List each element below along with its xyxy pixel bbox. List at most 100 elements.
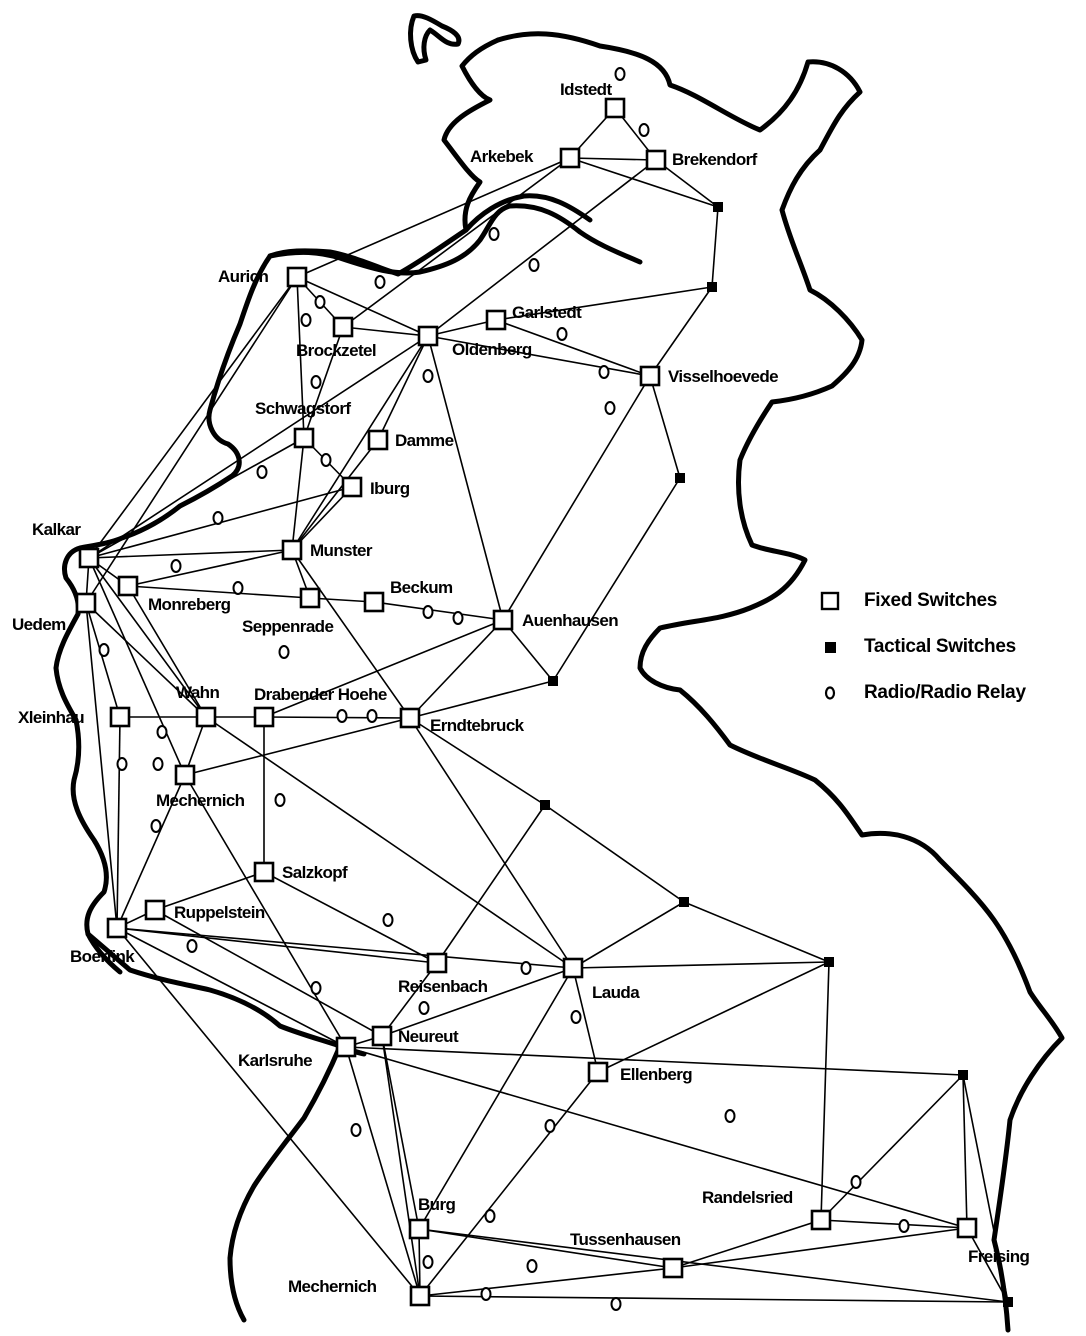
- link-aurich-kalkar: [88, 276, 298, 559]
- link-t8-t9: [962, 1074, 1009, 1303]
- link-brekendorf-oldenberg: [427, 159, 657, 337]
- site-label-idstedt: Idstedt: [560, 80, 612, 99]
- link-t3-t4: [552, 477, 681, 682]
- tactical-switch-t2: [707, 282, 717, 292]
- fixed-switch-icon: [818, 589, 842, 613]
- radio-relay-14: [212, 511, 224, 525]
- site-label-garlstedt: Garlstedt: [512, 303, 582, 322]
- fixed-switch-oldenberg: [417, 325, 439, 347]
- link-neureut-burg: [381, 1035, 420, 1230]
- legend-fixed-label: Fixed Switches: [864, 590, 998, 611]
- link-boerfink-mechernich2: [116, 927, 421, 1297]
- link-randelsried-freising: [820, 1219, 968, 1229]
- link-mechernich1-boerfink: [116, 774, 186, 929]
- radio-relay-26: [156, 725, 168, 739]
- link-damme-munster: [291, 439, 379, 551]
- fixed-switch-ellenberg: [587, 1061, 609, 1083]
- link-aurich-oldenberg: [296, 276, 429, 337]
- radio-relay-17: [232, 581, 244, 595]
- radio-relay-21: [98, 643, 110, 657]
- site-label-neureut: Neureut: [398, 1027, 459, 1046]
- site-label-damme: Damme: [395, 431, 454, 450]
- link-t6-t7: [683, 901, 830, 963]
- radio-relay-35: [350, 1123, 362, 1137]
- site-label-burg: Burg: [418, 1195, 455, 1214]
- fixed-switch-uedem: [75, 592, 97, 614]
- link-oldenberg-damme: [377, 335, 429, 441]
- link-brekendorf-t1: [655, 159, 719, 208]
- tactical-switch-t1: [713, 202, 723, 212]
- nodes-layer: [75, 67, 1013, 1311]
- link-arkebek-brekendorf: [569, 157, 657, 161]
- link-t5-reisenbach: [436, 804, 546, 964]
- fixed-switch-neureut: [371, 1025, 393, 1047]
- link-t8-randelsried: [820, 1074, 964, 1221]
- fixed-switch-visselhoevede: [639, 365, 661, 387]
- site-label-lauda: Lauda: [592, 983, 640, 1002]
- fixed-switch-lauda: [562, 957, 584, 979]
- tactical-switch-t6: [679, 897, 689, 907]
- link-aurich-schwagstorf: [296, 276, 305, 439]
- radio-relay-8: [528, 258, 540, 272]
- tactical-switch-t8: [958, 1070, 968, 1080]
- site-label-aurich: Aurich: [218, 267, 268, 286]
- radio-relay-10: [598, 365, 610, 379]
- radio-relay-36: [544, 1119, 556, 1133]
- link-ruppelstein-neureut: [154, 909, 383, 1037]
- link-oldenberg-auenhausen: [427, 335, 504, 621]
- link-uedem-xleinhau: [85, 602, 121, 718]
- fixed-switch-tussenhausen: [662, 1257, 684, 1279]
- site-label-drabender: Drabender Hoehe: [254, 685, 387, 704]
- site-label-salzkopf: Salzkopf: [282, 863, 348, 882]
- site-label-munster: Munster: [310, 541, 373, 560]
- link-monreberg-seppenrade: [127, 585, 311, 599]
- link-tussenhausen-freising: [672, 1227, 968, 1269]
- link-ellenberg-mechernich2: [419, 1071, 599, 1297]
- radio-relay-44: [610, 1297, 622, 1311]
- fixed-switch-randelsried: [810, 1209, 832, 1231]
- fixed-switch-beckum: [363, 591, 385, 613]
- radio-relay-20: [278, 645, 290, 659]
- radio-relay-38: [850, 1175, 862, 1189]
- site-label-monreberg: Monreberg: [148, 595, 231, 614]
- radio-relay-32: [418, 1001, 430, 1015]
- link-kalkar-munster: [88, 549, 293, 559]
- radio-relay-41: [898, 1219, 910, 1233]
- fixed-switch-damme: [367, 429, 389, 451]
- link-arkebek-t1: [569, 157, 719, 208]
- fixed-switch-mechernich2: [409, 1285, 431, 1307]
- link-oldenberg-garlstedt: [427, 319, 497, 337]
- link-mechernich2-t9: [419, 1295, 1009, 1303]
- legend-relay-label: Radio/Radio Relay: [864, 682, 1026, 703]
- radio-relay-9: [556, 327, 568, 341]
- radio-relay-24: [116, 757, 128, 771]
- link-brockzetel-schwagstorf: [303, 326, 344, 439]
- site-label-visselhoevede: Visselhoevede: [668, 367, 778, 386]
- fixed-switch-wahn: [195, 706, 217, 728]
- radio-relay-37: [724, 1109, 736, 1123]
- fixed-switch-garlstedt: [485, 309, 507, 331]
- link-xleinhau-boerfink: [116, 716, 121, 929]
- link-freising-t9: [966, 1227, 1009, 1303]
- link-karlsruhe-mechernich2: [345, 1046, 421, 1297]
- radio-relay-16: [170, 559, 182, 573]
- radio-relay-39: [484, 1209, 496, 1223]
- link-t5-t6: [544, 804, 685, 903]
- fixed-switch-erndtebruck: [399, 707, 421, 729]
- link-schwagstorf-munster: [291, 437, 305, 551]
- country-border: [53, 13, 1065, 1333]
- site-label-schwagstorf: Schwagstorf: [255, 399, 351, 418]
- link-t6-lauda: [572, 901, 685, 969]
- link-t2-garlstedt: [495, 286, 713, 321]
- fixed-switch-salzkopf: [253, 861, 275, 883]
- fixed-switch-ruppelstein: [144, 899, 166, 921]
- link-lauda-t7: [572, 961, 830, 969]
- radio-relay-5: [300, 313, 312, 327]
- link-uedem-wahn: [85, 602, 207, 718]
- link-monreberg-wahn: [127, 585, 207, 718]
- link-iburg-munster: [291, 486, 353, 551]
- site-label-reisenbach: Reisenbach: [398, 977, 488, 996]
- site-label-beckum: Beckum: [390, 578, 453, 597]
